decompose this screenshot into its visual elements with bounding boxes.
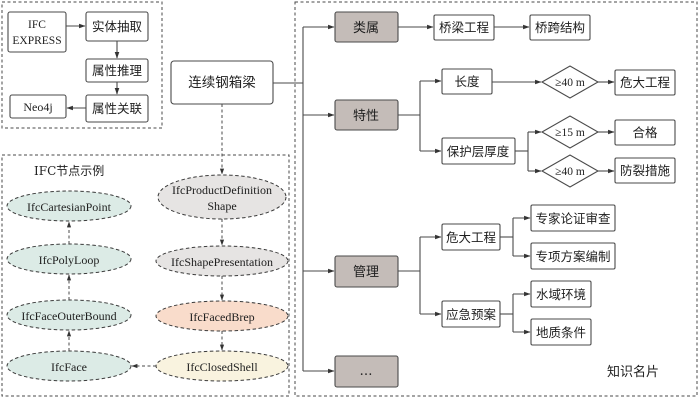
category-label: 管理 (353, 265, 379, 280)
condition-label: ≥40 m (555, 77, 585, 89)
node-label: 应急预案 (446, 307, 497, 322)
node-label: IfcFacedBrep (189, 310, 254, 324)
ifc-example-title: IFC节点示例 (34, 164, 104, 178)
node-label: 水域环境 (536, 287, 586, 302)
node-label: IfcPolyLoop (39, 253, 100, 267)
neo4j-box[interactable]: Neo4j (9, 94, 67, 119)
step-entity-extraction[interactable]: 实体抽取 (85, 11, 149, 42)
root-label: 连续钢箱梁 (188, 75, 256, 91)
node-span-structure[interactable]: 桥跨结构 (529, 14, 591, 41)
node-label: IfcFace (51, 360, 87, 374)
ellipse (157, 174, 287, 220)
node-label-line2: Shape (207, 199, 236, 213)
condition-label: ≥15 m (555, 127, 585, 139)
step-label: 实体抽取 (92, 19, 143, 34)
node-label: 保护层厚度 (447, 144, 510, 159)
category-property[interactable]: 特性 (334, 99, 399, 131)
category-label: 类属 (353, 21, 379, 36)
ifc-express-line1: IFC (28, 19, 46, 31)
node-label: IfcFaceOuterBound (21, 309, 116, 323)
ellipse (155, 300, 289, 332)
node-expert-review[interactable]: 专家论证审查 (530, 204, 616, 232)
step-label: 属性推理 (92, 63, 143, 78)
ifc-node-shapepresentation[interactable]: IfcShapePresentation (155, 245, 289, 277)
category-label: 特性 (353, 109, 379, 124)
node-geological-conditions[interactable]: 地质条件 (530, 318, 592, 346)
node-label: 桥跨结构 (535, 20, 585, 35)
node-label: 专家论证审查 (535, 211, 611, 226)
root-node[interactable]: 连续钢箱梁 (170, 60, 274, 105)
ifc-example-panel (1, 154, 290, 397)
category-more[interactable]: … (334, 355, 399, 388)
step-attribute-association[interactable]: 属性关联 (85, 94, 149, 123)
ifc-node-cartesianpoint[interactable]: IfcCartesianPoint (6, 190, 132, 222)
ifc-node-polyloop[interactable]: IfcPolyLoop (6, 243, 132, 275)
node-water-environment[interactable]: 水域环境 (530, 280, 592, 308)
node-label: 地质条件 (536, 325, 586, 340)
node-major-hazard-result[interactable]: 危大工程 (614, 69, 676, 96)
node-label: IfcShapePresentation (171, 255, 273, 269)
node-hazard-project[interactable]: 危大工程 (441, 223, 501, 251)
node-label: IfcClosedShell (186, 360, 258, 374)
node-special-plan[interactable]: 专项方案编制 (530, 242, 616, 270)
category-classification[interactable]: 类属 (334, 11, 399, 43)
node-label: 专项方案编制 (535, 249, 610, 264)
neo4j-label: Neo4j (23, 100, 52, 114)
ellipse (6, 190, 132, 222)
node-label: 危大工程 (446, 230, 497, 245)
ellipse (155, 245, 289, 277)
node-bridge-engineering[interactable]: 桥梁工程 (433, 14, 495, 41)
knowledge-card-caption: 知识名片 (607, 364, 659, 380)
condition-cover-40: ≥40 m (540, 154, 600, 188)
node-label-line1: IfcProductDefinition (172, 183, 272, 197)
ifc-node-faceouterbound[interactable]: IfcFaceOuterBound (6, 299, 132, 331)
condition-cover-15: ≥15 m (540, 115, 600, 149)
node-label: 危大工程 (620, 75, 671, 90)
ifc-express-line2: EXPRESS (12, 35, 61, 47)
node-cover-thickness[interactable]: 保护层厚度 (441, 137, 516, 165)
knowledge-card-panel (294, 1, 698, 397)
node-crack-prevention[interactable]: 防裂措施 (614, 157, 676, 184)
category-label: … (360, 364, 373, 379)
node-length[interactable]: 长度 (441, 68, 493, 95)
ifc-express-box[interactable]: IFC EXPRESS (7, 11, 67, 53)
step-label: 属性关联 (92, 101, 143, 116)
node-label: 桥梁工程 (439, 20, 490, 35)
step-attribute-reasoning[interactable]: 属性推理 (85, 58, 149, 83)
pipeline-panel (1, 1, 163, 129)
ifc-node-face[interactable]: IfcFace (6, 350, 132, 382)
node-label: 长度 (454, 74, 480, 89)
condition-label: ≥40 m (555, 166, 585, 178)
node-label: 合格 (632, 125, 658, 140)
node-emergency-plan[interactable]: 应急预案 (441, 300, 501, 328)
node-label: IfcCartesianPoint (27, 200, 112, 214)
category-management[interactable]: 管理 (334, 255, 399, 288)
node-qualified[interactable]: 合格 (614, 119, 676, 146)
ifc-node-facedbrep[interactable]: IfcFacedBrep (155, 300, 289, 332)
node-label: 防裂措施 (620, 163, 671, 178)
condition-length-40: ≥40 m (540, 65, 600, 99)
ifc-node-productdefinitionshape[interactable]: IfcProductDefinition Shape (157, 174, 287, 220)
ifc-node-closedshell[interactable]: IfcClosedShell (155, 350, 289, 382)
